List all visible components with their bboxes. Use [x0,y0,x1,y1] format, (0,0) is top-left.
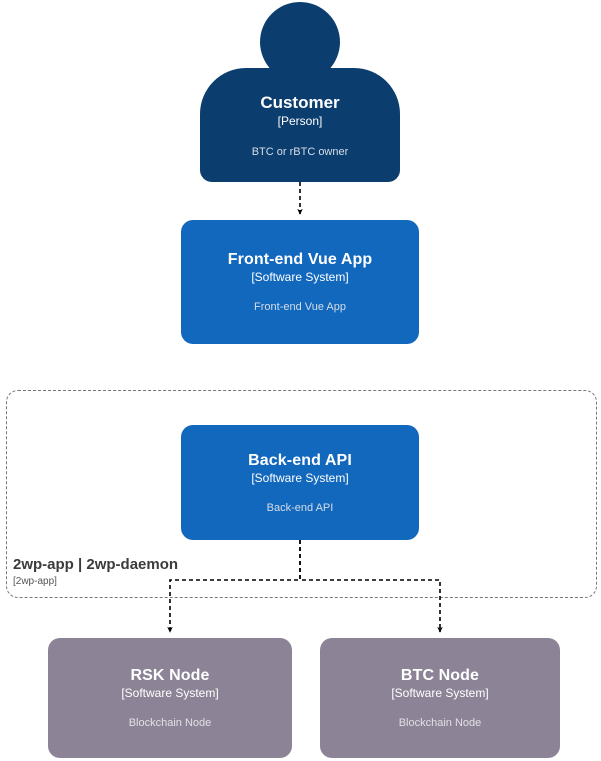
node-frontend-vue-app[interactable]: Front-end Vue App [Software System] Fron… [181,220,419,344]
frontend-description: Front-end Vue App [254,301,346,313]
node-customer[interactable]: Customer [Person] BTC or rBTC owner [200,2,400,182]
customer-body: Customer [Person] BTC or rBTC owner [200,68,400,182]
btc-node-description: Blockchain Node [398,717,482,729]
customer-title: Customer [260,93,340,112]
node-backend-api[interactable]: Back-end API [Software System] Back-end … [181,425,419,540]
rsk-node-type: [Software System] [121,686,219,700]
boundary-type: [2wp-app] [13,576,57,587]
node-btc-node[interactable]: BTC Node [Software System] Blockchain No… [320,638,560,758]
boundary-title: 2wp-app | 2wp-daemon [13,556,179,573]
btc-node-type: [Software System] [391,686,489,700]
boundary-label: 2wp-app | 2wp-daemon [2wp-app] [13,556,178,588]
backend-type: [Software System] [251,470,349,485]
frontend-type: [Software System] [251,270,349,284]
backend-description: Back-end API [266,501,334,514]
rsk-node-title: RSK Node [130,667,210,684]
backend-title: Back-end API [248,451,352,469]
btc-node-title: BTC Node [400,667,480,684]
frontend-title: Front-end Vue App [227,251,373,268]
node-rsk-node[interactable]: RSK Node [Software System] Blockchain No… [48,638,292,758]
customer-type: [Person] [277,114,323,128]
rsk-node-description: Blockchain Node [128,717,212,729]
customer-description: BTC or rBTC owner [251,146,349,158]
